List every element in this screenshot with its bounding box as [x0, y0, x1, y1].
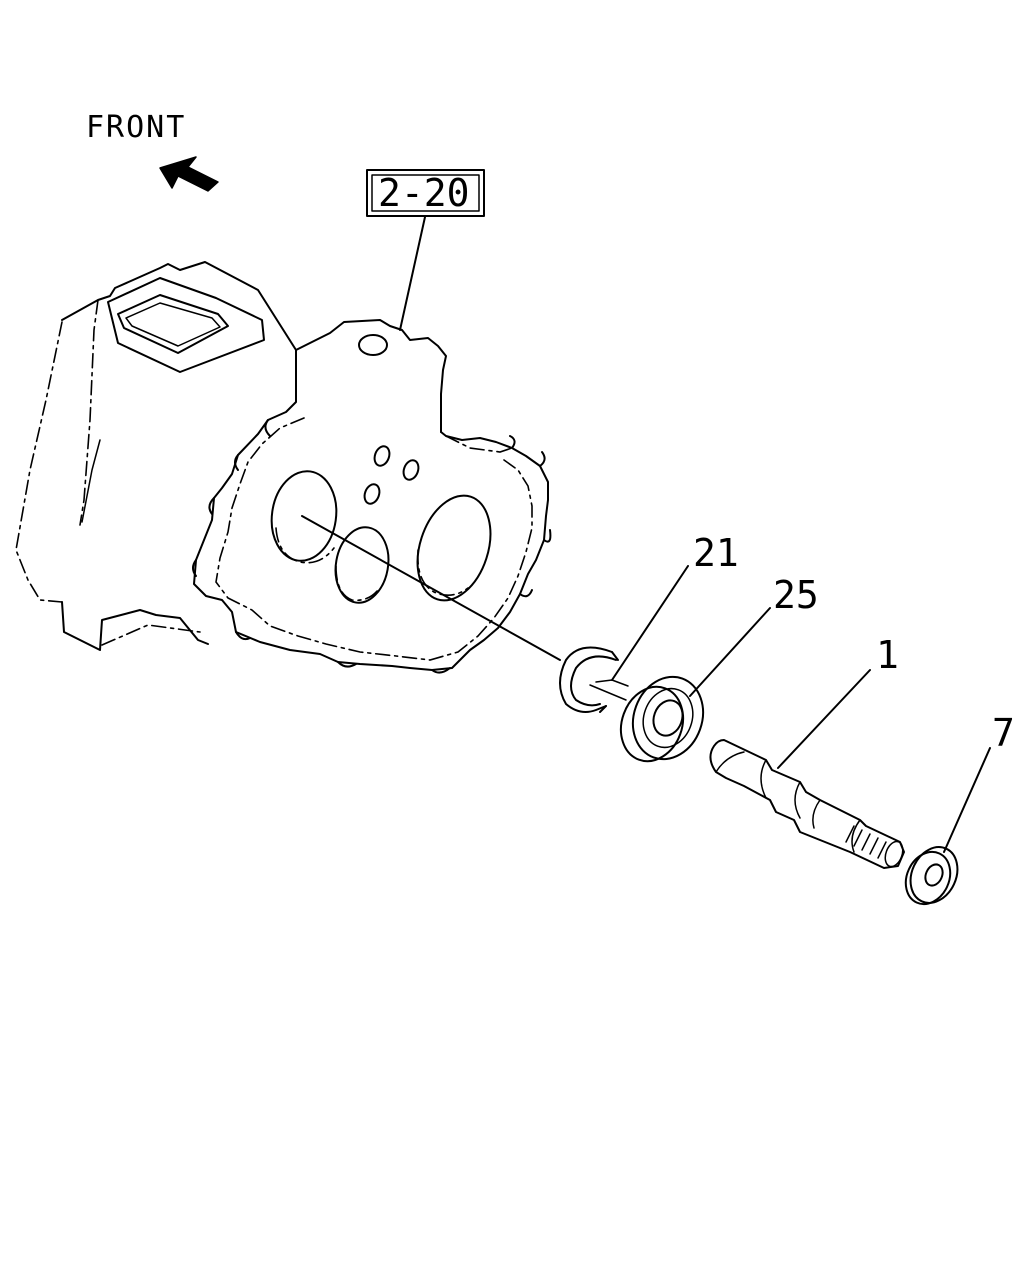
callout-21-label: 21 — [693, 531, 739, 575]
callout-7-label: 7 — [992, 711, 1015, 755]
reference-label: 2-20 — [378, 171, 470, 215]
washer[interactable]: 7 — [898, 711, 1015, 911]
transmission-housing — [15, 261, 552, 674]
reference-leader — [399, 216, 426, 331]
callout-7-leader — [943, 747, 991, 853]
bearing[interactable]: 25 — [611, 573, 819, 770]
callout-25-label: 25 — [773, 573, 819, 617]
front-label: FRONT — [86, 110, 186, 145]
callout-21-leader — [611, 565, 689, 681]
snap-ring[interactable]: 21 — [559, 531, 739, 713]
callout-25-leader — [689, 607, 771, 697]
assembly-axis — [301, 515, 561, 661]
reference-callout[interactable]: 2-20 — [366, 169, 485, 331]
callout-1-label: 1 — [876, 633, 899, 677]
shaft[interactable]: 1 — [709, 633, 906, 869]
callout-1-leader — [777, 669, 871, 769]
front-indicator: FRONT — [86, 110, 219, 192]
arrow-up-left-icon — [159, 156, 219, 192]
reference-box — [366, 169, 485, 217]
